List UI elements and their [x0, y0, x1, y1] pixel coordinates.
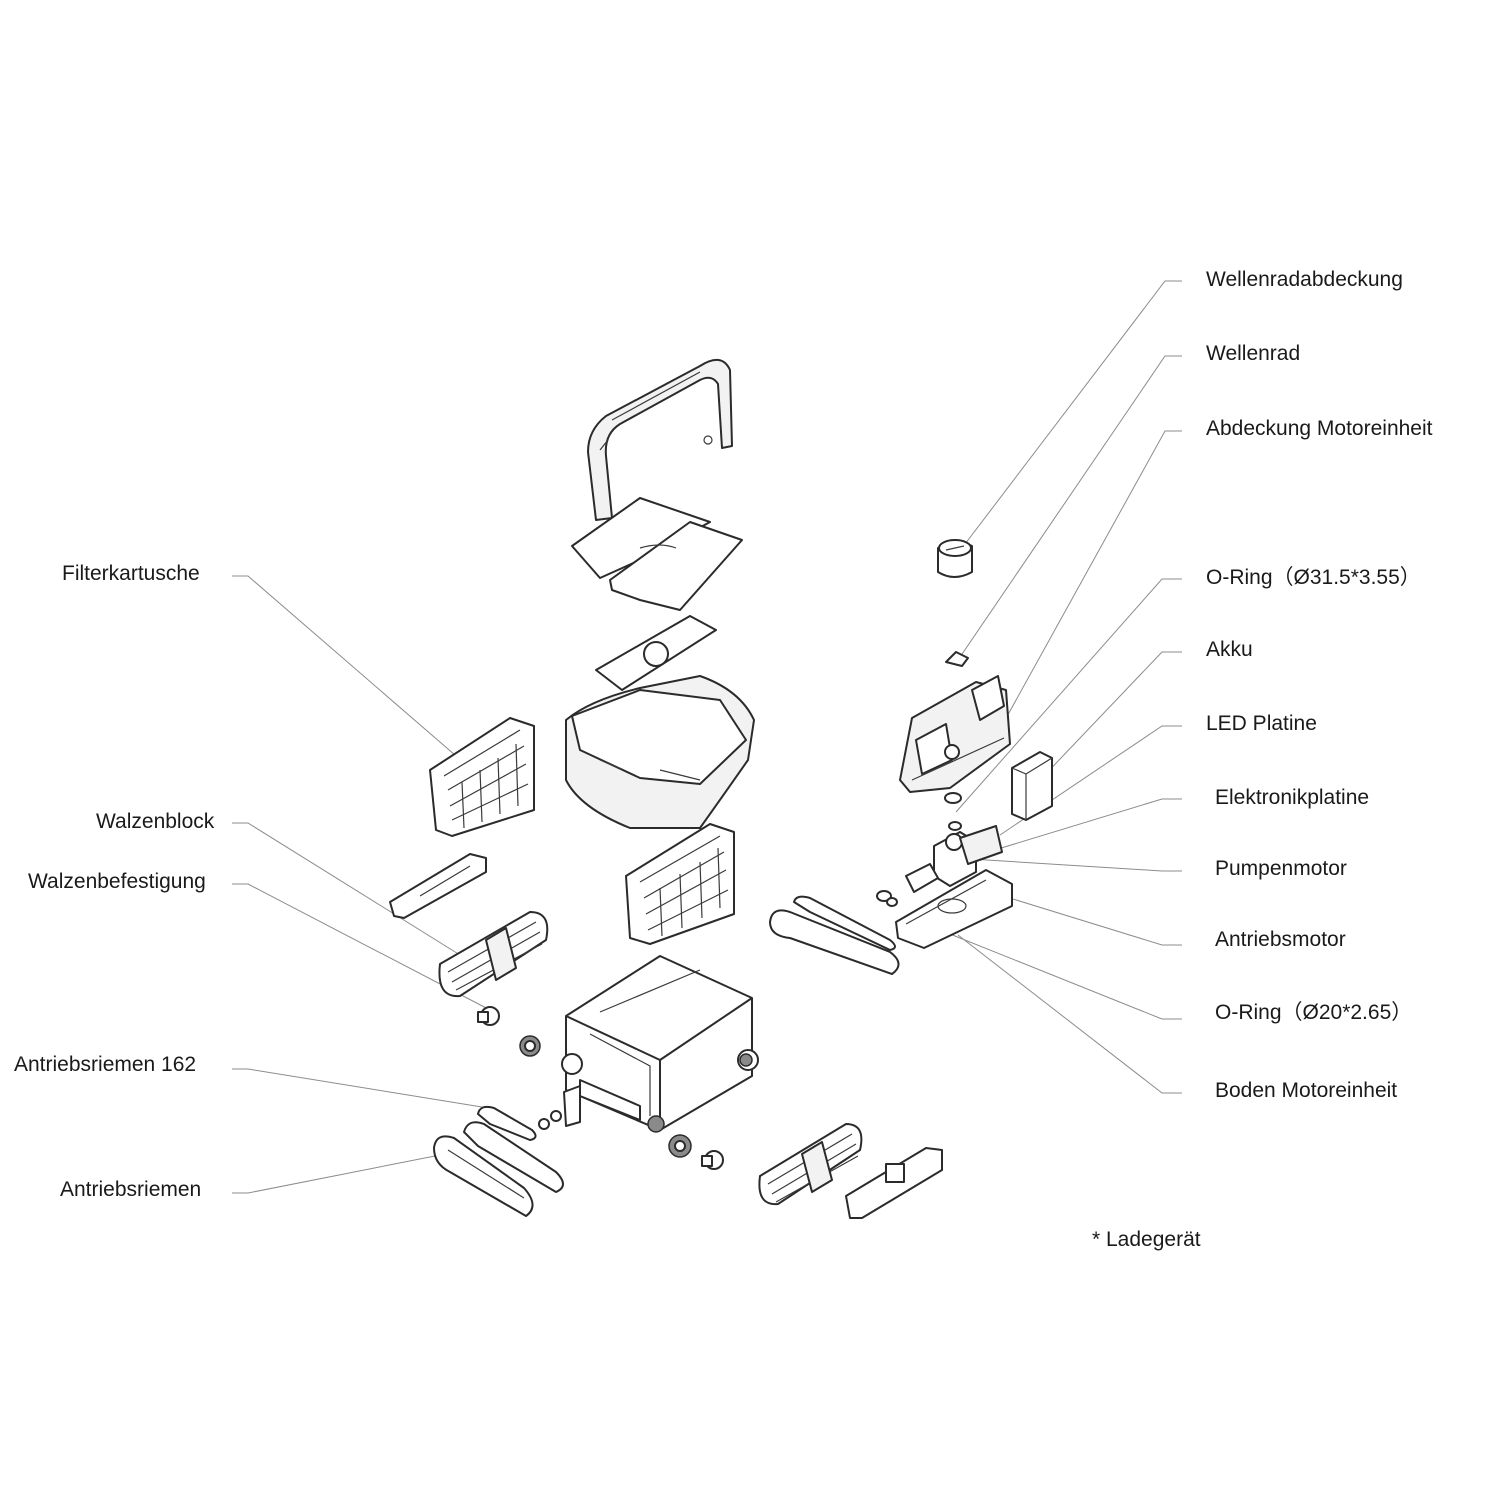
label-walzenbefestigung: Walzenbefestigung — [28, 870, 206, 893]
top-lid — [571, 497, 743, 611]
leader-antriebsmotor — [999, 894, 1182, 946]
leader-filterkartusche — [232, 575, 471, 769]
upper-body — [565, 615, 755, 829]
label-antriebsriemen: Antriebsriemen — [60, 1178, 202, 1201]
roller-fitting-left — [477, 1006, 541, 1057]
impeller-cover — [937, 539, 973, 578]
drive-belt-right — [769, 895, 900, 975]
leader-wellenradabdeckung — [961, 280, 1182, 549]
label-wellenradabdeckung: Wellenradabdeckung — [1206, 268, 1403, 291]
label-filterkartusche: Filterkartusche — [62, 562, 200, 585]
label-wellenrad: Wellenrad — [1206, 342, 1301, 365]
label-akku: Akku — [1206, 638, 1253, 661]
label-walzenblock: Walzenblock — [96, 810, 215, 833]
leader-led-platine — [999, 725, 1182, 836]
handle — [587, 359, 733, 521]
label-pumpenmotor: Pumpenmotor — [1215, 857, 1347, 880]
label-o-ring-large: O-Ring（Ø31.5*3.55） — [1206, 566, 1421, 589]
filter-cartridge-center — [625, 823, 735, 945]
leader-o-ring-small — [939, 929, 1182, 1020]
label-antriebsmotor: Antriebsmotor — [1215, 928, 1346, 951]
drive-belt-left — [433, 1135, 534, 1217]
o-ring-large — [944, 792, 962, 831]
motor-unit-base — [895, 869, 1013, 949]
motor-unit-cover — [899, 675, 1011, 793]
roller-mount-left — [389, 853, 487, 919]
pump-motor-assembly — [905, 825, 1003, 893]
label-abdeckung-motoreinheit: Abdeckung Motoreinheit — [1206, 417, 1433, 440]
leader-boden-motoreinheit — [957, 934, 1182, 1094]
small-parts-center — [538, 1085, 581, 1130]
chassis — [561, 955, 759, 1133]
filter-cartridge-left — [429, 717, 535, 837]
drive-belt-162 — [463, 1105, 564, 1193]
leader-wellenrad — [957, 355, 1182, 661]
roller-block-left — [438, 911, 549, 998]
o-ring-small — [876, 890, 898, 907]
battery — [1011, 751, 1053, 821]
label-boden-motoreinheit: Boden Motoreinheit — [1215, 1079, 1398, 1102]
leader-o-ring-large — [955, 578, 1182, 813]
leader-pumpenmotor — [954, 857, 1182, 872]
roller-block-right — [758, 1123, 863, 1206]
leader-walzenbefestigung — [232, 883, 491, 1011]
impeller — [945, 651, 969, 667]
leader-antriebsriemen-162 — [232, 1068, 489, 1109]
footnote-ladegeraet: * Ladegerät — [1092, 1228, 1201, 1251]
leader-antriebsriemen — [232, 1154, 441, 1194]
label-antriebsriemen-162: Antriebsriemen 162 — [14, 1053, 197, 1076]
label-led-platine: LED Platine — [1206, 712, 1317, 735]
roller-mount-right — [845, 1147, 943, 1219]
label-o-ring-small: O-Ring（Ø20*2.65） — [1215, 1001, 1413, 1024]
label-elektronikplatine: Elektronikplatine — [1215, 786, 1370, 809]
leader-lines — [232, 280, 1182, 1194]
leader-akku — [1039, 651, 1182, 781]
leader-elektronikplatine — [974, 798, 1182, 857]
leader-abdeckung-motoreinheit — [1004, 430, 1182, 721]
roller-fitting-right — [668, 1134, 724, 1170]
